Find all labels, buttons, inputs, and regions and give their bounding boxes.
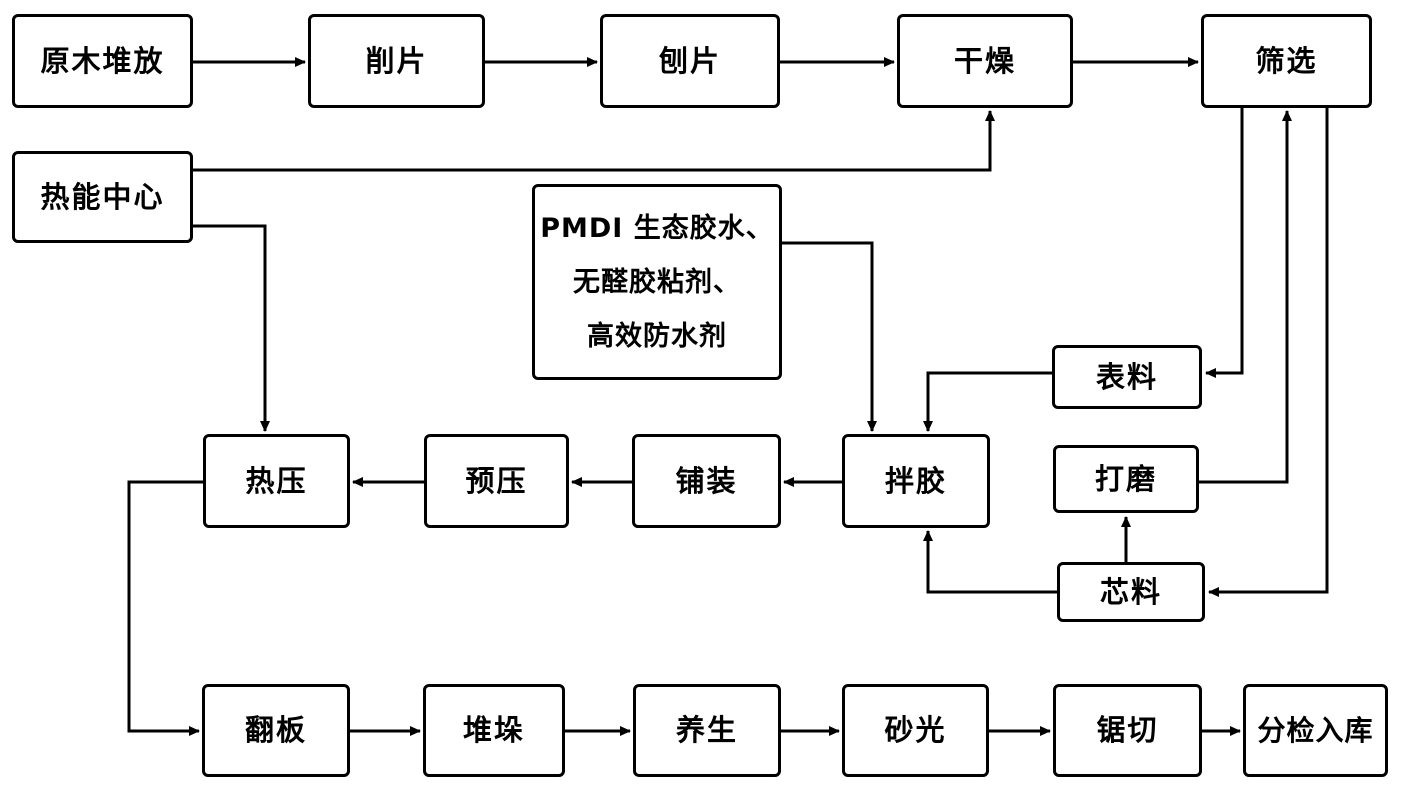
node-sanding: 砂光 [842,684,989,777]
node-sawing-label: 锯切 [1096,713,1159,747]
edge-hot-pressing-to-board-flipping [127,480,203,736]
edge-core-material-to-glue-mixing [923,530,1057,594]
node-log-stacking-label: 原木堆放 [40,43,165,78]
node-adhesive-inputs: PMDI 生态胶水、 无醛胶粘剂、 高效防水剂 [532,184,782,380]
node-thermal-energy-center-label: 热能中心 [40,179,165,214]
node-surface-material: 表料 [1052,345,1202,409]
node-sawing: 锯切 [1053,684,1202,777]
node-curing-label: 养生 [675,713,738,747]
node-log-stacking: 原木堆放 [12,14,193,108]
node-core-material: 芯料 [1057,562,1205,622]
edge-thermal-center-to-drying [193,110,995,172]
node-grinding-label: 打磨 [1094,461,1157,496]
node-grinding: 打磨 [1053,445,1199,513]
adhesive-line-2: 无醛胶粘剂、 [573,266,741,298]
node-pre-pressing-label: 预压 [465,463,528,498]
edge-surface-material-to-glue-mixing [923,371,1052,432]
edge-grinding-to-screening [1199,110,1292,484]
node-drying-label: 干燥 [953,43,1016,78]
edge-screening-to-surface-material [1205,108,1244,378]
node-curing: 养生 [633,684,781,777]
node-glue-mixing: 拌胶 [842,434,990,528]
node-stacking: 堆垛 [423,684,565,777]
edge-thermal-center-to-hot-pressing [193,224,270,432]
node-chipping: 削片 [308,14,485,108]
node-surface-material-label: 表料 [1095,359,1158,394]
node-inspection-warehousing: 分检入库 [1243,684,1388,777]
node-hot-pressing-label: 热压 [245,463,308,498]
node-board-flipping-label: 翻板 [244,713,307,747]
node-flaking-label: 刨片 [658,43,721,78]
node-sanding-label: 砂光 [884,713,947,747]
node-mat-forming-label: 铺装 [675,463,738,498]
node-board-flipping: 翻板 [202,684,350,777]
node-core-material-label: 芯料 [1099,574,1162,609]
node-inspection-warehousing-label: 分检入库 [1257,713,1374,747]
node-flaking: 刨片 [600,14,780,108]
node-thermal-energy-center: 热能中心 [12,151,193,243]
node-drying: 干燥 [897,14,1073,108]
edge-adhesives-to-glue-mixing [782,241,877,432]
edge-screening-to-core-material [1208,108,1329,597]
node-pre-pressing: 预压 [424,434,569,528]
adhesive-line-3: 高效防水剂 [587,320,727,352]
node-screening: 筛选 [1201,14,1372,108]
node-glue-mixing-label: 拌胶 [884,463,947,498]
adhesive-line-1: PMDI 生态胶水、 [540,212,774,244]
node-mat-forming: 铺装 [632,434,781,528]
node-chipping-label: 削片 [365,43,428,78]
node-hot-pressing: 热压 [203,434,350,528]
node-screening-label: 筛选 [1255,43,1318,78]
node-stacking-label: 堆垛 [462,713,525,747]
